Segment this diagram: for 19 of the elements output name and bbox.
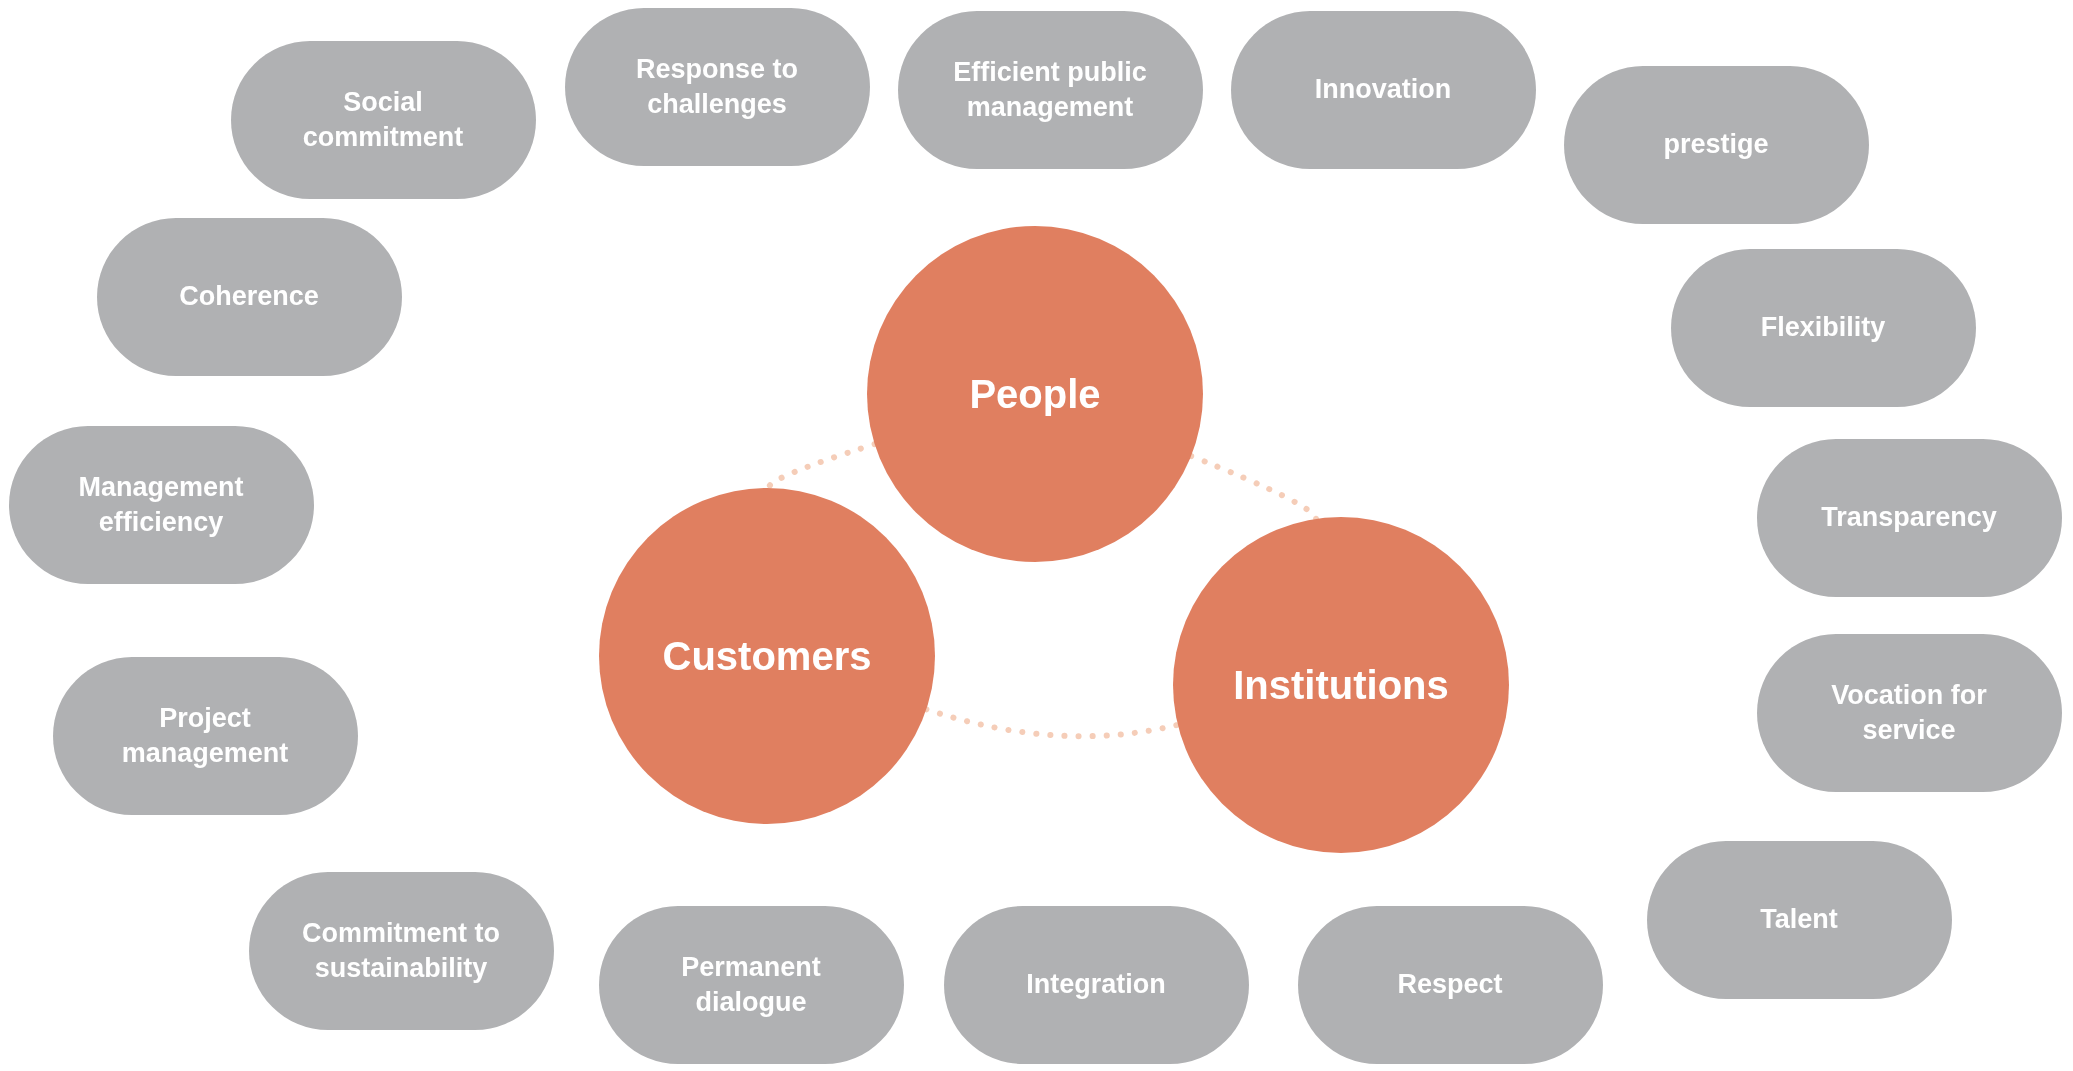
value-pill: Vocation for service <box>1756 634 2062 792</box>
value-pill: Talent <box>1646 841 1952 999</box>
value-pill: Response to challenges <box>564 8 870 166</box>
value-pill: Permanent dialogue <box>598 906 904 1064</box>
value-pill: Commitment to sustainability <box>248 872 554 1030</box>
value-pill: Transparency <box>1756 439 2062 597</box>
value-pill: Management efficiency <box>8 426 314 584</box>
value-pill: Efficient public management <box>897 11 1203 169</box>
value-pill: Social commitment <box>230 41 536 199</box>
value-pill: Respect <box>1297 906 1603 1064</box>
dotted-arc <box>1188 453 1320 522</box>
dotted-arc <box>923 706 1181 740</box>
value-pill: Project management <box>52 657 358 815</box>
value-pill: Innovation <box>1230 11 1536 169</box>
value-pill: prestige <box>1563 66 1869 224</box>
value-pill: Coherence <box>96 218 402 376</box>
value-pill: Flexibility <box>1670 249 1976 407</box>
value-pill: Integration <box>943 906 1249 1064</box>
dotted-arc <box>765 441 878 491</box>
